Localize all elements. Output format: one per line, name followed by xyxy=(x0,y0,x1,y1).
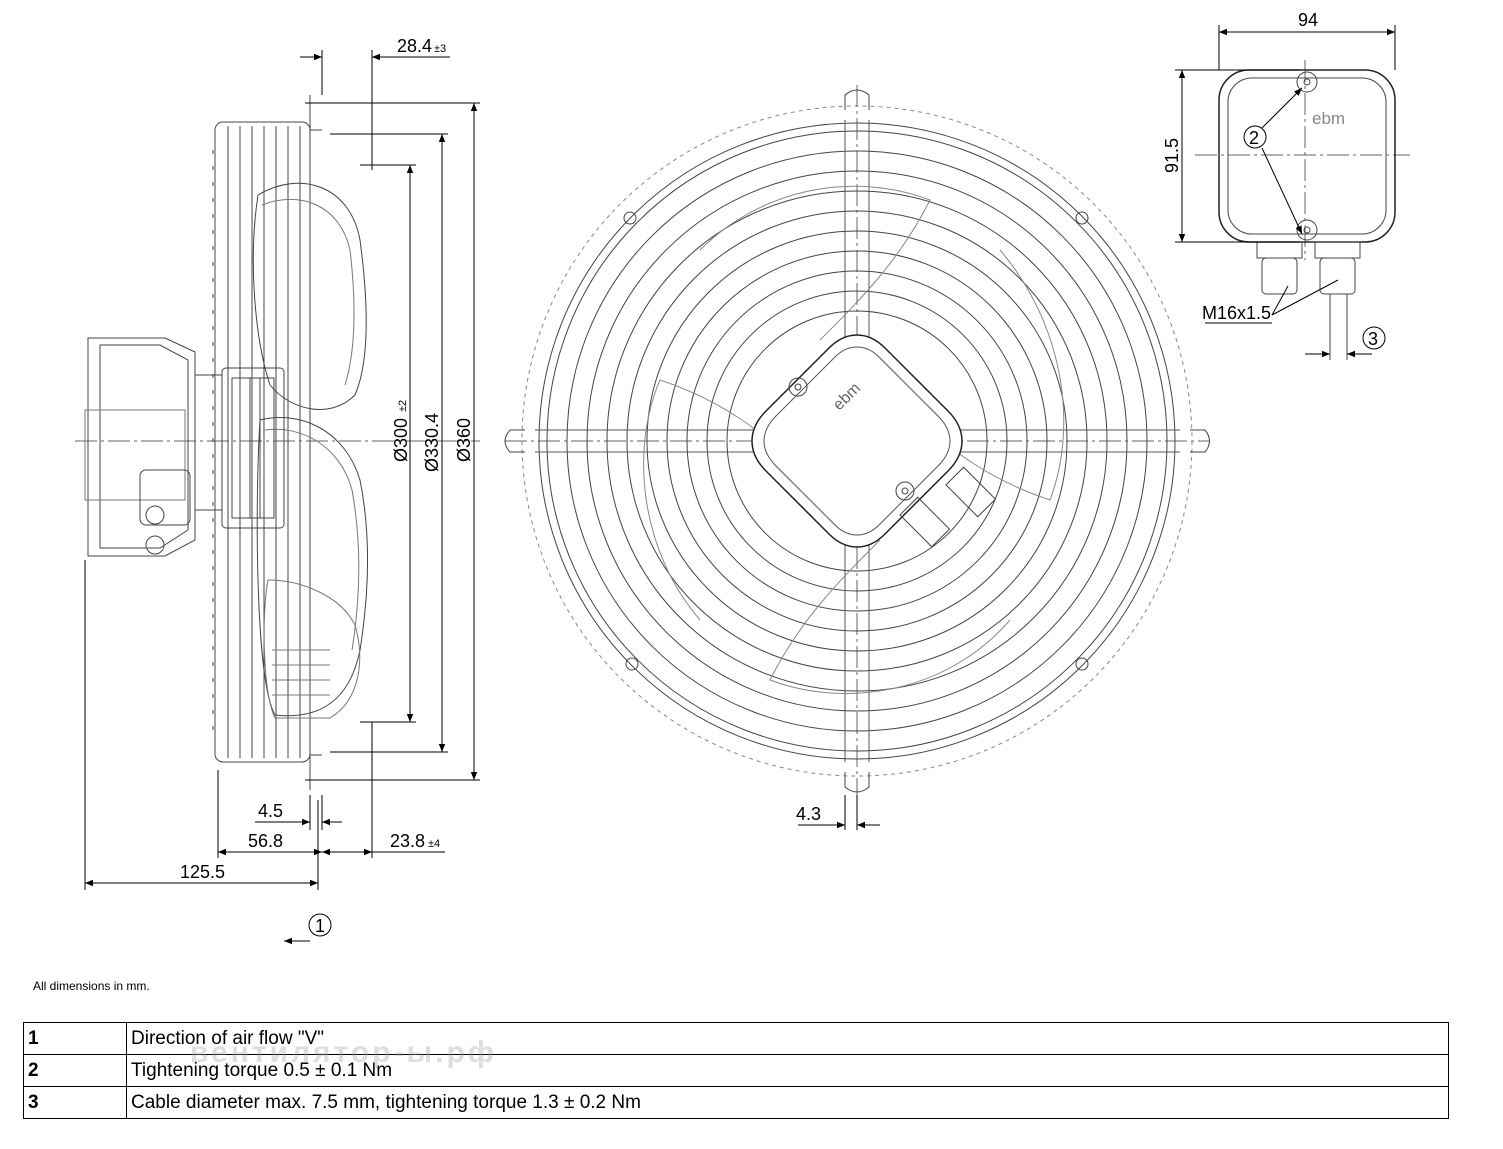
dim-94: 94 xyxy=(1298,10,1318,30)
callout-3-circle xyxy=(1362,326,1386,350)
terminal-box-dimensions xyxy=(1175,25,1396,358)
legend-row: 3 Cable diameter max. 7.5 mm, tightening… xyxy=(23,1086,1449,1119)
dim-23-8: 23.8 xyxy=(390,831,425,851)
dim-91-5: 91.5 xyxy=(1162,138,1182,173)
dim-4-3: 4.3 xyxy=(796,804,821,824)
blade-outlines xyxy=(643,185,1065,694)
legend-number: 1 xyxy=(23,1022,127,1055)
dim-dia-360: Ø360 xyxy=(454,418,474,462)
dim-125-5: 125.5 xyxy=(180,862,225,882)
legend-row: 2 Tightening torque 0.5 ± 0.1 Nm xyxy=(23,1054,1449,1087)
watermark: вентилятор-ы.рф xyxy=(190,1036,498,1069)
side-view-labels: 28.4 ±3 Ø300 ±2 Ø330.4 Ø360 4.5 56.8 23.… xyxy=(180,36,474,937)
terminal-box-labels: 94 91.5 M16x1.5 2 3 xyxy=(1162,10,1386,350)
dim-4-5: 4.5 xyxy=(258,801,283,821)
guard-rings xyxy=(566,150,1148,732)
callout-3: 3 xyxy=(1368,329,1378,349)
guard-ring-lines xyxy=(227,126,301,758)
mounting-tabs xyxy=(504,89,1210,793)
dim-dia-300: Ø300 xyxy=(391,418,411,462)
front-view-dimensions xyxy=(798,795,880,830)
dim-28-4: 28.4 xyxy=(397,36,432,56)
dim-dia-330-4: Ø330.4 xyxy=(422,413,442,472)
dim-23-8-tol: ±4 xyxy=(428,838,440,850)
callout-2-circle xyxy=(1243,125,1267,149)
legend-text: Cable diameter max. 7.5 mm, tightening t… xyxy=(126,1086,1449,1119)
front-view xyxy=(504,85,1210,795)
callout-1: 1 xyxy=(315,916,325,936)
callout-1-circle xyxy=(308,913,332,937)
legend-number: 3 xyxy=(23,1086,127,1119)
callout-2: 2 xyxy=(1249,128,1259,148)
terminal-brand-logo: ebm xyxy=(1312,109,1345,128)
dim-28-4-tol: ±3 xyxy=(434,43,446,55)
dim-m16: M16x1.5 xyxy=(1202,303,1271,323)
side-view-dimensions xyxy=(84,50,480,945)
legend-text: Tightening torque 0.5 ± 0.1 Nm xyxy=(126,1054,1449,1087)
units-note: All dimensions in mm. xyxy=(33,979,150,993)
legend-table: 1 Direction of air flow "V" 2 Tightening… xyxy=(23,1022,1449,1119)
legend-number: 2 xyxy=(23,1054,127,1087)
dim-56-8: 56.8 xyxy=(248,831,283,851)
side-view xyxy=(75,95,480,790)
dim-dia-300-tol: ±2 xyxy=(397,400,409,412)
terminal-box-view xyxy=(1195,60,1410,360)
